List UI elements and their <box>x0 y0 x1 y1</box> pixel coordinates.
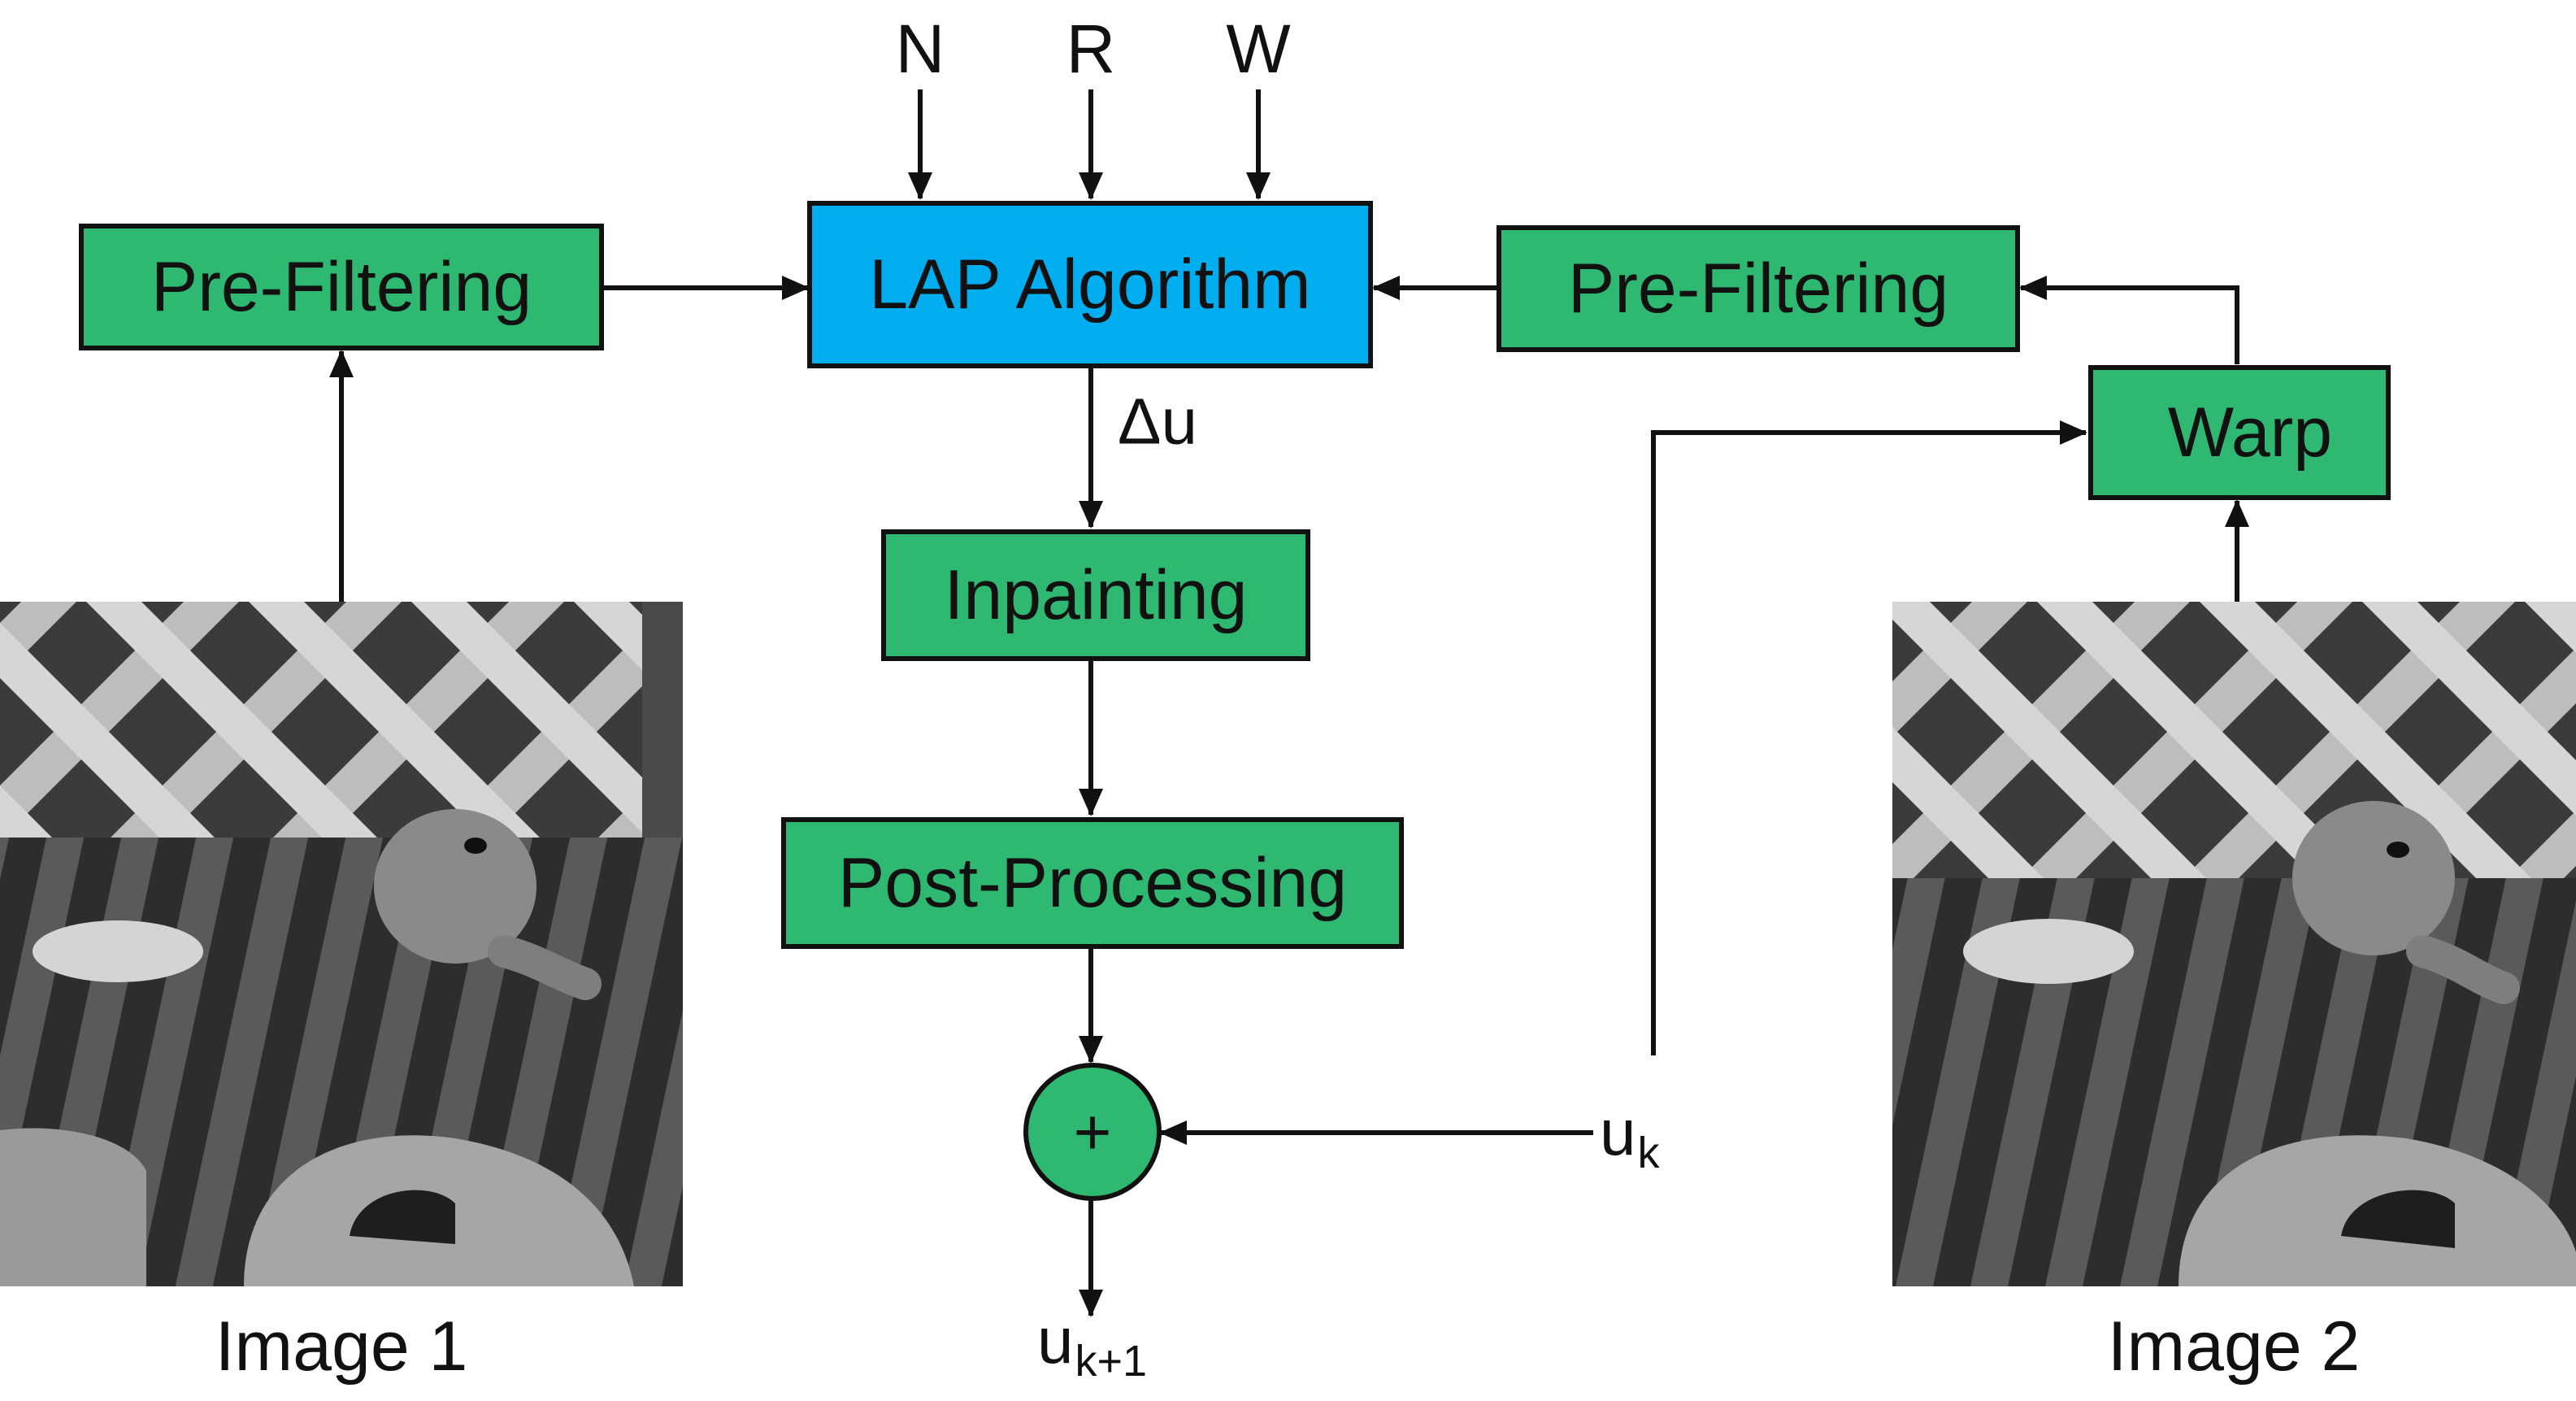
inpainting-label: Inpainting <box>945 556 1248 634</box>
prefilter-right-label: Pre-Filtering <box>1568 250 1948 328</box>
prefilter-left-box: Pre-Filtering <box>79 224 604 350</box>
image2-caption: Image 2 <box>2108 1307 2361 1386</box>
lap-algorithm-box: LAP Algorithm <box>807 201 1373 368</box>
inpainting-box: Inpainting <box>881 529 1310 661</box>
warp-label: Warp <box>2168 394 2332 472</box>
lap-algorithm-label: LAP Algorithm <box>869 246 1310 324</box>
sum-node: + <box>1023 1063 1162 1201</box>
delta-u-label: Δu <box>1118 385 1197 458</box>
uk1-base: u <box>1037 1304 1074 1377</box>
warp-box: Warp <box>2088 365 2391 500</box>
postprocessing-label: Post-Processing <box>838 844 1347 922</box>
image2-photo <box>1892 602 2576 1286</box>
postprocessing-box: Post-Processing <box>781 817 1404 949</box>
sum-symbol: + <box>1074 1096 1112 1168</box>
image1-caption: Image 1 <box>215 1307 468 1386</box>
prefilter-left-label: Pre-Filtering <box>151 248 532 326</box>
uk-label: uk <box>1600 1096 1661 1178</box>
prefilter-right-box: Pre-Filtering <box>1497 225 2020 352</box>
input-n-label: N <box>896 11 945 87</box>
connectors <box>329 89 2249 1317</box>
input-w-label: W <box>1226 11 1290 87</box>
arrow-warp-to-prefilter <box>2019 276 2239 364</box>
uk-base: u <box>1600 1096 1636 1168</box>
uk1-label: uk+1 <box>1037 1304 1147 1386</box>
input-r-label: R <box>1066 11 1116 87</box>
arrow-uk-to-warp <box>1651 420 2087 1055</box>
uk1-subscript: k+1 <box>1075 1337 1148 1386</box>
image1-photo <box>0 602 683 1286</box>
uk-subscript: k <box>1638 1129 1661 1177</box>
